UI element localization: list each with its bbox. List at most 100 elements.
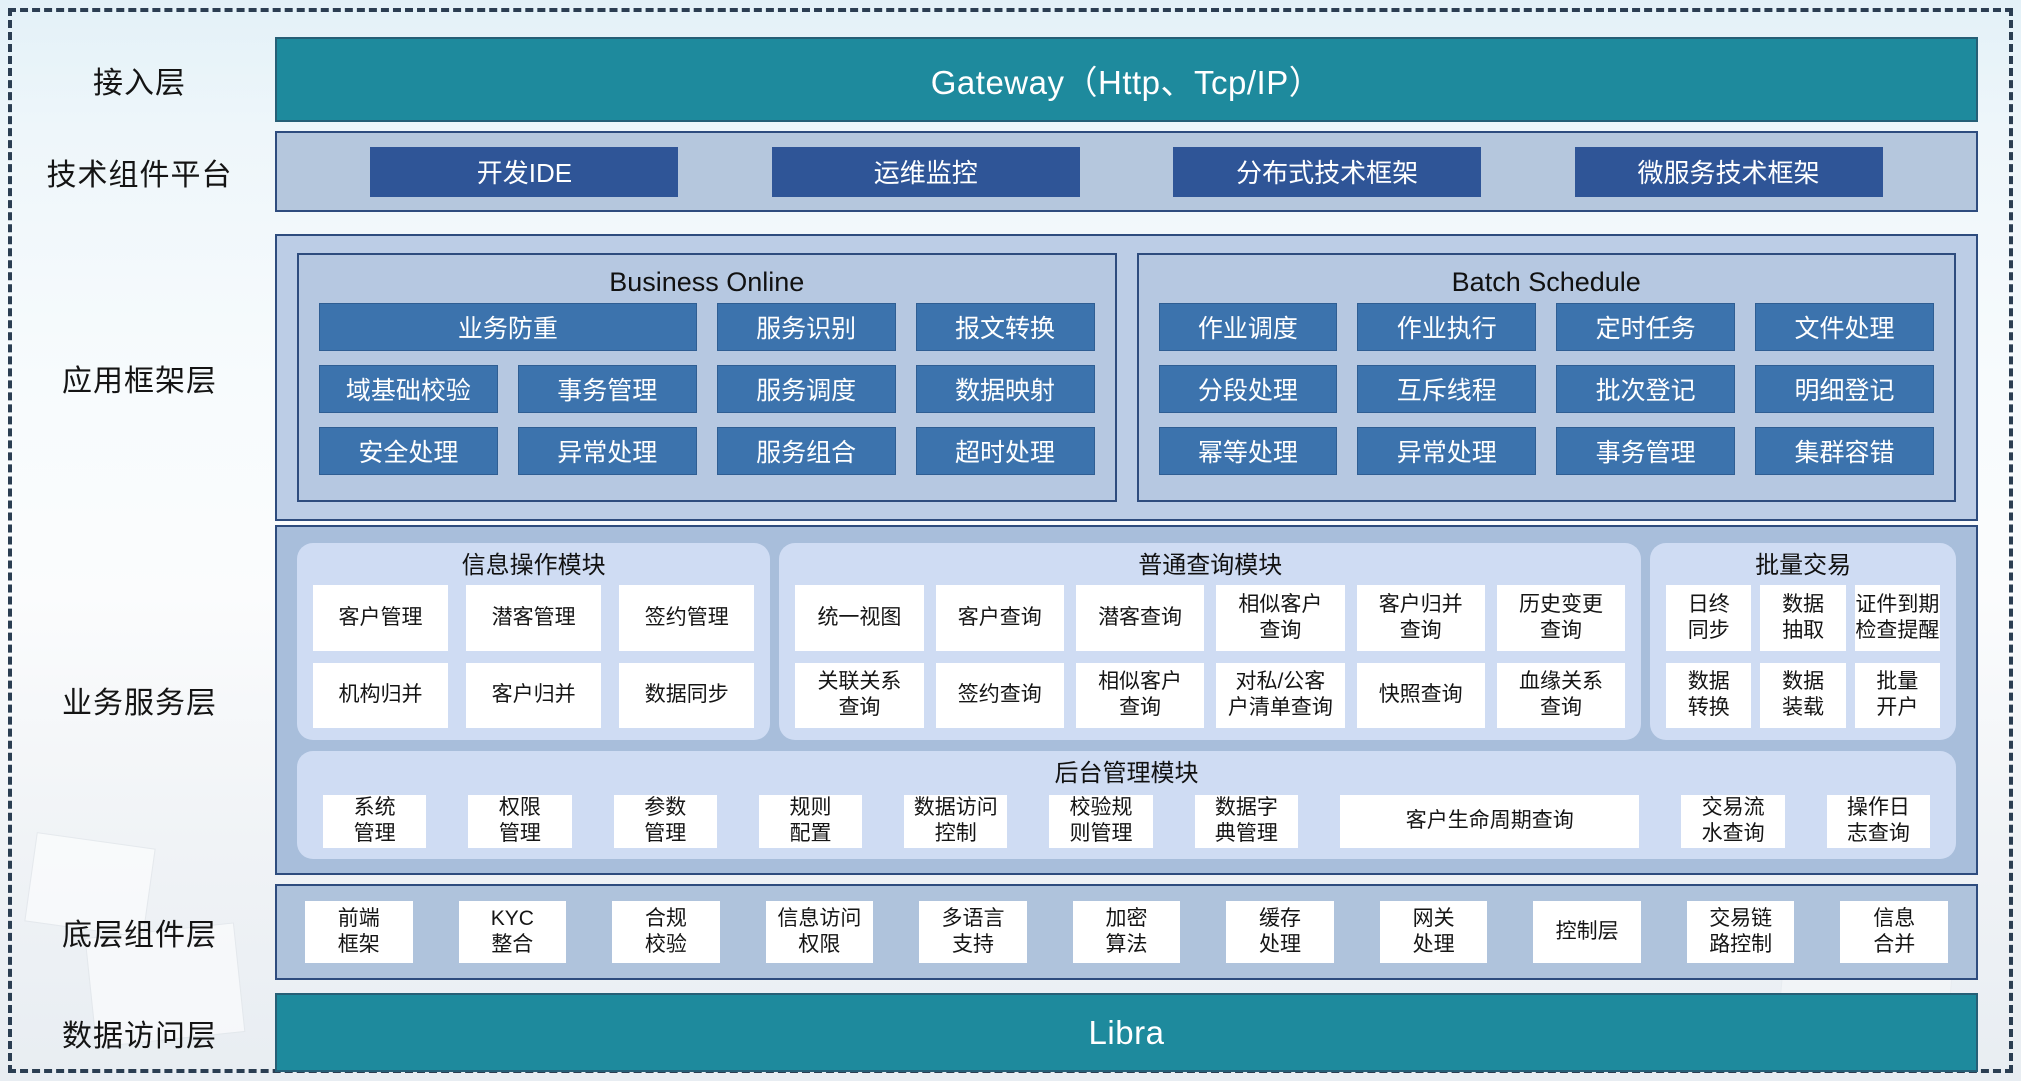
gateway-bar: Gateway（Http、Tcp/IP）	[275, 37, 1978, 122]
app-framework-row: 应用框架层 Business Online 业务防重服务识别报文转换域基础校验事…	[12, 234, 2009, 521]
admin-grid: 系统 管理权限 管理参数 管理规则 配置数据访问 控制校验规 则管理数据字 典管…	[313, 793, 1940, 848]
framework-module-button: 域基础校验	[319, 365, 498, 413]
service-module-button: 统一视图	[795, 585, 924, 651]
batch-schedule-grid: 作业调度作业执行定时任务文件处理分段处理互斥线程批次登记明细登记幂等处理异常处理…	[1158, 303, 1934, 475]
access-layer-row: 接入层 Gateway（Http、Tcp/IP）	[12, 37, 2009, 122]
service-module-button: 证件到期 检查提醒	[1854, 585, 1940, 651]
framework-module-button: 定时任务	[1556, 303, 1736, 351]
business-service-top-row: 信息操作模块 客户管理潜客管理签约管理机构归并客户归并数据同步 普通查询模块 统…	[297, 543, 1956, 740]
service-module-button: 客户归并 查询	[1356, 585, 1485, 651]
libra-bar: Libra	[275, 993, 1978, 1072]
framework-module-button: 分段处理	[1158, 365, 1338, 413]
framework-module-button: 服务组合	[716, 427, 896, 475]
service-module-button: 关联关系 查询	[795, 662, 924, 728]
service-module-button: 数据 转换	[1666, 662, 1752, 728]
service-module-button: 校验规 则管理	[1049, 795, 1153, 848]
common-query-grid: 统一视图客户查询潜客查询相似客户 查询客户归并 查询历史变更 查询关联关系 查询…	[795, 585, 1626, 728]
framework-module-button: 数据映射	[915, 365, 1095, 413]
framework-module-button: 作业调度	[1158, 303, 1338, 351]
admin-panel: 后台管理模块 系统 管理权限 管理参数 管理规则 配置数据访问 控制校验规 则管…	[297, 751, 1956, 859]
service-module-button: 交易流 水查询	[1681, 795, 1785, 848]
framework-module-button: 服务调度	[716, 365, 896, 413]
service-module-button: 历史变更 查询	[1496, 585, 1626, 651]
layer-label-access: 接入层	[93, 66, 186, 100]
base-component-button: 信息访问 权限	[765, 901, 874, 963]
tech-component-button: 开发IDE	[370, 146, 679, 197]
service-module-button: 潜客管理	[466, 585, 602, 651]
service-module-button: 客户查询	[935, 585, 1064, 651]
framework-module-button: 明细登记	[1755, 365, 1934, 413]
framework-module-button: 作业执行	[1357, 303, 1537, 351]
base-component-button: 控制层	[1533, 901, 1641, 963]
framework-module-button: 集群容错	[1755, 427, 1934, 475]
common-query-panel: 普通查询模块 统一视图客户查询潜客查询相似客户 查询客户归并 查询历史变更 查询…	[779, 543, 1642, 740]
framework-module-button: 业务防重	[319, 303, 697, 351]
service-module-button: 批量 开户	[1854, 662, 1940, 728]
framework-module-button: 服务识别	[716, 303, 896, 351]
batch-trade-grid: 日终 同步数据 抽取证件到期 检查提醒数据 转换数据 装载批量 开户	[1666, 585, 1940, 728]
tech-component-button: 分布式技术框架	[1173, 146, 1482, 197]
service-module-button: 日终 同步	[1666, 585, 1752, 651]
service-module-button: 系统 管理	[323, 795, 427, 848]
info-operation-title: 信息操作模块	[461, 552, 606, 579]
service-module-button: 客户管理	[313, 585, 449, 651]
business-online-title: Business Online	[609, 267, 805, 297]
framework-module-button: 报文转换	[915, 303, 1095, 351]
service-module-button: 数据同步	[619, 662, 755, 728]
layer-label-base-components: 底层组件层	[62, 919, 217, 952]
service-module-button: 客户归并	[466, 662, 602, 728]
framework-module-button: 批次登记	[1556, 365, 1736, 413]
admin-title: 后台管理模块	[1054, 760, 1199, 787]
base-component-button: 交易链 路控制	[1686, 901, 1795, 963]
tech-component-button: 微服务技术框架	[1574, 146, 1883, 197]
base-component-button: 缓存 处理	[1226, 901, 1334, 963]
service-module-button: 快照查询	[1356, 662, 1485, 728]
service-module-button: 数据 抽取	[1760, 585, 1846, 651]
tech-component-button: 运维监控	[771, 146, 1080, 197]
business-online-grid: 业务防重服务识别报文转换域基础校验事务管理服务调度数据映射安全处理异常处理服务组…	[319, 303, 1095, 475]
base-component-button: 多语言 支持	[919, 901, 1027, 963]
batch-trade-panel: 批量交易 日终 同步数据 抽取证件到期 检查提醒数据 转换数据 装载批量 开户	[1650, 543, 1956, 740]
base-component-button: 网关 处理	[1379, 901, 1488, 963]
base-component-button: 加密 算法	[1072, 901, 1181, 963]
batch-trade-title: 批量交易	[1755, 552, 1852, 579]
framework-module-button: 异常处理	[517, 427, 697, 475]
info-operation-panel: 信息操作模块 客户管理潜客管理签约管理机构归并客户归并数据同步	[297, 543, 771, 740]
service-module-button: 签约查询	[935, 662, 1064, 728]
tech-platform-row: 技术组件平台 开发IDE 运维监控 分布式技术框架 微服务技术框架	[12, 131, 2009, 212]
framework-module-button: 事务管理	[1556, 427, 1736, 475]
service-module-button: 数据字 典管理	[1194, 795, 1298, 848]
service-module-button: 权限 管理	[468, 795, 572, 848]
layer-label-app-framework: 应用框架层	[62, 364, 217, 398]
service-module-button: 相似客户 查询	[1216, 585, 1345, 651]
base-component-button: KYC 整合	[458, 901, 567, 963]
framework-module-button: 事务管理	[517, 365, 697, 413]
batch-schedule-box: Batch Schedule 作业调度作业执行定时任务文件处理分段处理互斥线程批…	[1136, 253, 1956, 502]
data-access-row: 数据访问层 Libra	[12, 993, 2009, 1072]
business-service-row: 业务服务层 信息操作模块 客户管理潜客管理签约管理机构归并客户归并数据同步 普通…	[12, 525, 2009, 875]
service-module-button: 血缘关系 查询	[1496, 662, 1626, 728]
base-component-button: 信息 合并	[1840, 901, 1949, 963]
service-module-button: 对私/公客 户清单查询	[1216, 662, 1345, 728]
layer-label-data-access: 数据访问层	[62, 1019, 217, 1053]
architecture-diagram: 接入层 Gateway（Http、Tcp/IP） 技术组件平台 开发IDE 运维监…	[8, 8, 2013, 1073]
service-module-button: 机构归并	[313, 662, 449, 728]
business-service-container: 信息操作模块 客户管理潜客管理签约管理机构归并客户归并数据同步 普通查询模块 统…	[275, 525, 1978, 875]
layer-label-business-service: 业务服务层	[62, 687, 217, 720]
base-component-button: 合规 校验	[612, 901, 720, 963]
service-module-button: 客户生命周期查询	[1339, 795, 1640, 848]
framework-module-button: 异常处理	[1357, 427, 1537, 475]
service-module-button: 潜客查询	[1075, 585, 1205, 651]
tech-platform-container: 开发IDE 运维监控 分布式技术框架 微服务技术框架	[275, 131, 1978, 212]
layer-label-tech-platform: 技术组件平台	[46, 158, 233, 192]
info-operation-grid: 客户管理潜客管理签约管理机构归并客户归并数据同步	[313, 585, 755, 728]
framework-module-button: 文件处理	[1755, 303, 1934, 351]
framework-module-button: 安全处理	[319, 427, 498, 475]
framework-module-button: 互斥线程	[1357, 365, 1537, 413]
service-module-button: 相似客户 查询	[1075, 662, 1205, 728]
service-module-button: 操作日 志查询	[1826, 795, 1931, 848]
service-module-button: 数据 装载	[1760, 662, 1846, 728]
framework-module-button: 超时处理	[915, 427, 1095, 475]
